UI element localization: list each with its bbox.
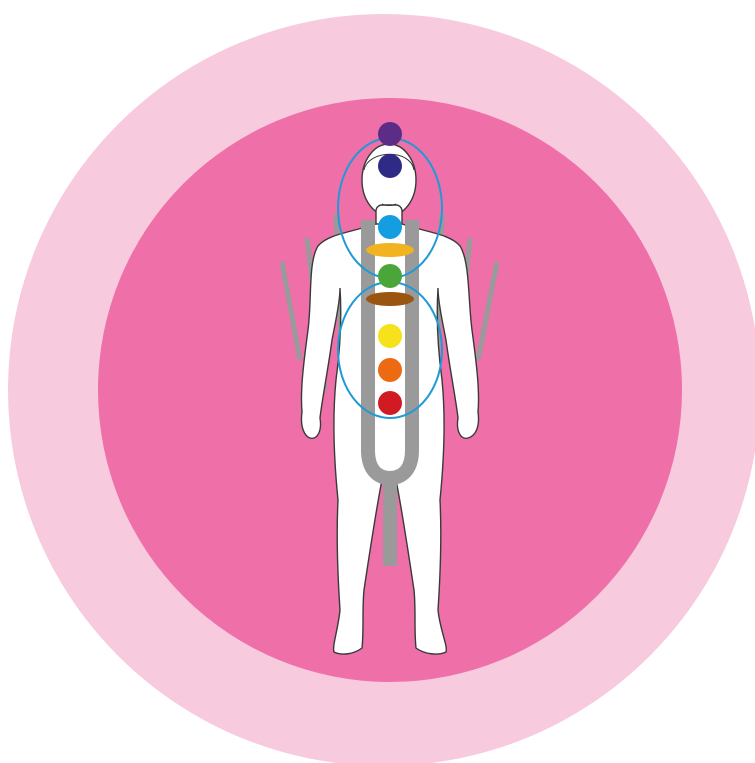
chakra-heart bbox=[378, 264, 402, 288]
chakra-throat bbox=[378, 215, 402, 239]
chakra-upper-heart bbox=[366, 243, 414, 257]
chakra-third-eye bbox=[378, 154, 402, 178]
chakra-crown bbox=[378, 122, 402, 146]
chakra-solar-plexus bbox=[378, 324, 402, 348]
chakra-root bbox=[378, 391, 402, 415]
chakra-diaphragm bbox=[366, 292, 414, 306]
chakra-sacral bbox=[378, 358, 402, 382]
